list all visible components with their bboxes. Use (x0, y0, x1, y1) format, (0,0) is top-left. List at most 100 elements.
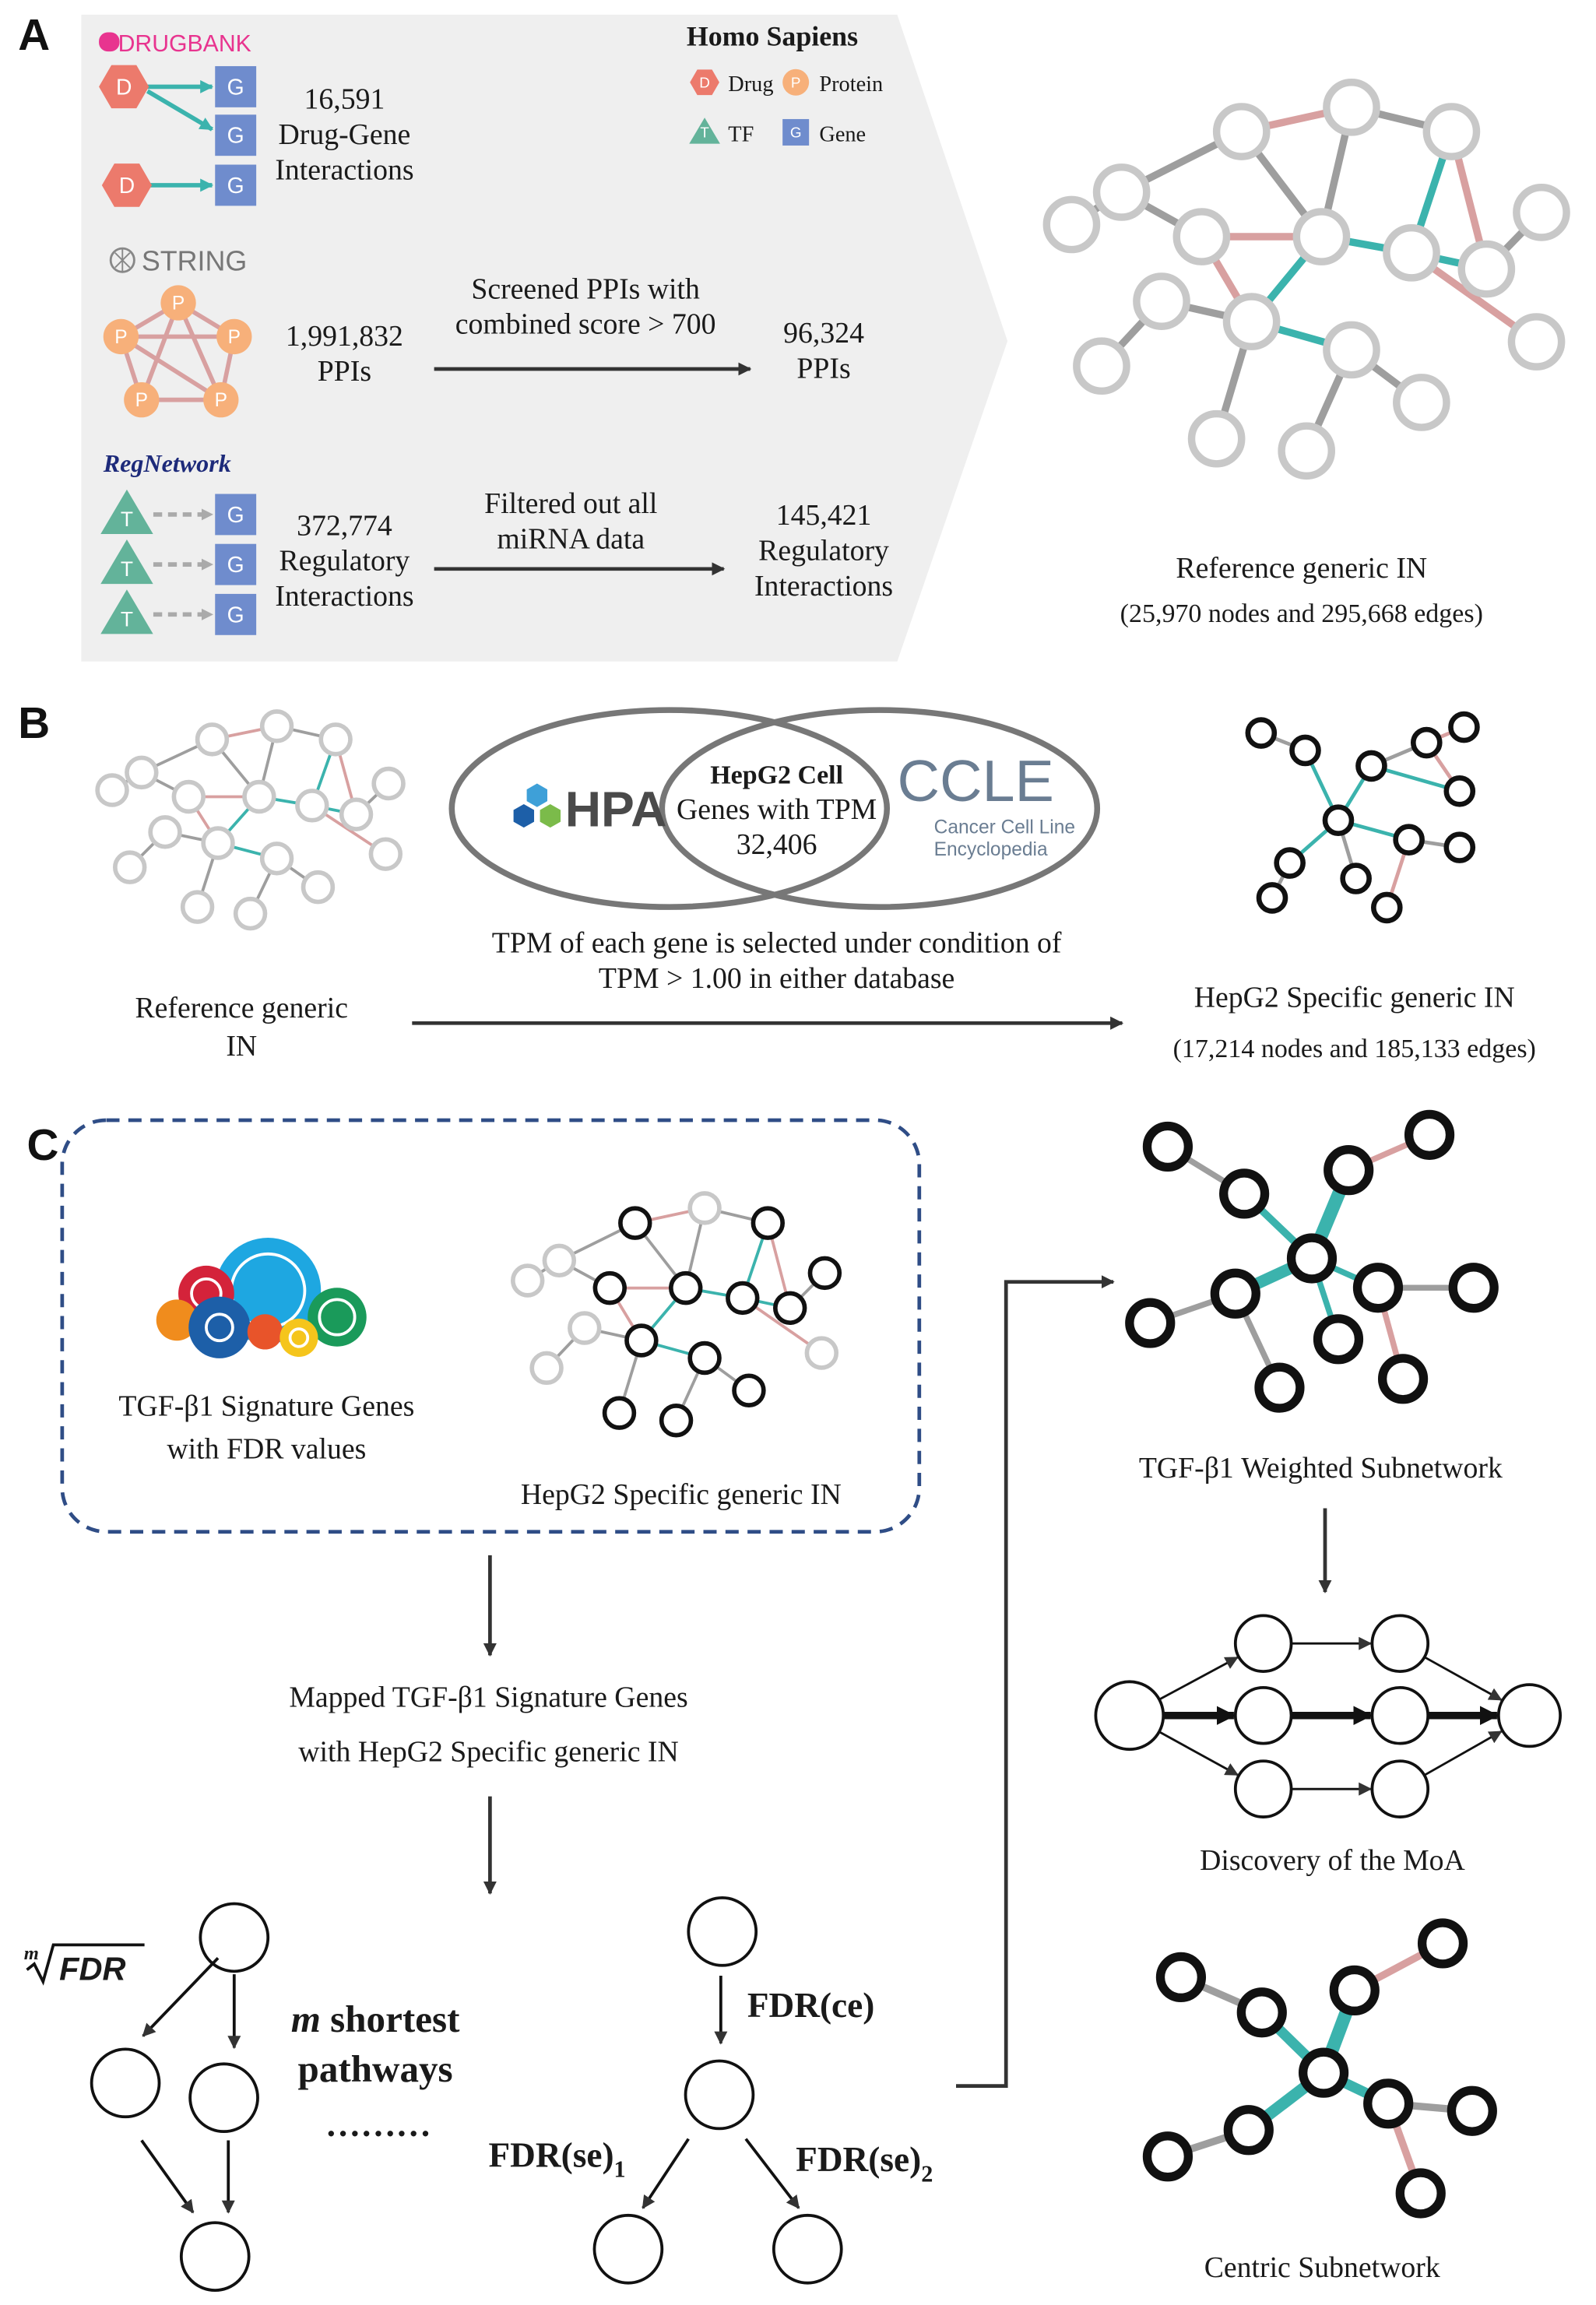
network-node (95, 773, 129, 807)
network-node (1507, 313, 1566, 371)
network-node (1329, 1965, 1380, 2015)
hepg2-network-mapped (511, 1191, 842, 1438)
fdr-se2-label: FDR(se)2 (796, 2140, 933, 2187)
drug-gene-label-2: Interactions (275, 153, 413, 186)
gene-node (215, 164, 257, 206)
protein-node (216, 318, 252, 355)
tree-left-edges (140, 1957, 241, 2214)
moa-edge (1158, 1656, 1239, 1701)
tree-node (90, 2047, 161, 2119)
network-node (602, 1396, 637, 1430)
legend-tf-icon (689, 118, 720, 144)
root-index: m (24, 1943, 39, 1964)
network-node (1417, 1918, 1468, 1969)
signature-genes-bubbles (156, 1238, 367, 1358)
m-paths-line-2: pathways (298, 2047, 453, 2090)
gene-node (215, 494, 257, 536)
network-node (542, 1243, 577, 1278)
moa-graph (1094, 1614, 1563, 1818)
network-node (259, 709, 294, 743)
moa-edge (1423, 1731, 1503, 1776)
reg-label-1: Regulatory (279, 545, 410, 578)
tf-node-glyph: T (121, 557, 133, 581)
protein-node (160, 285, 196, 321)
centric-label: Centric Subnetwork (1204, 2251, 1440, 2284)
network-node (751, 1206, 786, 1240)
moa-node (1094, 1680, 1165, 1752)
panel-letter-b: B (18, 699, 50, 748)
legend-gene-icon (782, 118, 810, 146)
network-node (804, 1336, 839, 1370)
network-node (195, 722, 230, 757)
sig-genes-label-2: with FDR values (167, 1432, 366, 1465)
network-node (1245, 717, 1278, 749)
network-node (1073, 337, 1130, 395)
reg-result-2: Interactions (754, 570, 893, 603)
tf-node (100, 539, 153, 585)
network-node (1286, 1233, 1338, 1284)
legend-label: Protein (819, 72, 883, 97)
fdr-se1-label: FDR(se)1 (488, 2135, 625, 2182)
tree-node (684, 2059, 755, 2131)
gene-node (215, 593, 257, 635)
centric-subnetwork (1142, 1918, 1497, 2219)
mapped-label-1: Mapped TGF-β1 Signature Genes (289, 1681, 687, 1713)
fdr-tree (592, 1896, 843, 2285)
moa-node (1233, 1759, 1293, 1818)
network-node (301, 870, 336, 905)
network-node (1323, 321, 1380, 379)
ellipsis: ……… (325, 2105, 431, 2144)
network-node (1352, 1263, 1404, 1313)
gene-node-glyph: G (227, 75, 244, 100)
reg-result-count: 145,421 (776, 499, 872, 532)
drug-gene-label-1: Drug-Gene (279, 118, 411, 151)
drugbank-logo: DRUGBANK (99, 31, 251, 57)
network-node (180, 890, 215, 924)
network-node (1447, 2085, 1497, 2136)
network-node (1236, 1987, 1287, 2038)
fdr-se1-text: FDR(se) (488, 2135, 613, 2174)
network-node (1256, 882, 1288, 914)
network-node (1187, 409, 1246, 468)
root-fdr-label: FDR (59, 1951, 125, 1987)
sig-genes-label-1: TGF-β1 Signature Genes (118, 1390, 414, 1423)
venn-overlap-count: 32,406 (736, 828, 817, 861)
drug-node (101, 163, 153, 207)
network-node (1274, 847, 1306, 879)
moa-node (1233, 1685, 1293, 1745)
moa-edge (1158, 1731, 1239, 1776)
network-node (242, 779, 276, 814)
legend-protein-icon (782, 69, 810, 96)
venn-ccle-ellipse (659, 707, 1101, 910)
protein-node-glyph: P (228, 327, 241, 348)
drug-gene-diagram (146, 79, 214, 192)
mth-root-fdr: m FDR (24, 1943, 145, 1987)
reference-network-stats: (25,970 nodes and 295,668 edges) (1120, 599, 1483, 628)
fdr-se1-sub: 1 (614, 2156, 626, 2183)
network-node (1172, 208, 1231, 265)
network-node (726, 1281, 760, 1316)
network-node (1092, 163, 1151, 221)
protein-node (203, 381, 239, 418)
ccle-sub-1: Cancer Cell Line (934, 817, 1075, 838)
network-node (1155, 1952, 1207, 2002)
network-node (1142, 2131, 1193, 2182)
network-node (669, 1270, 703, 1305)
b-right-title: HepG2 Specific generic IN (1194, 982, 1515, 1014)
tree-right-edges (642, 1976, 800, 2209)
network-node (687, 1191, 722, 1225)
string-logo: STRING (109, 245, 247, 276)
drug-node-glyph: D (116, 75, 132, 100)
network-node (1042, 195, 1101, 254)
network-node (371, 766, 406, 801)
network-node (1219, 1168, 1270, 1219)
reference-network-large (1042, 79, 1570, 480)
ppi-step-2: combined score > 700 (455, 308, 716, 341)
network-node (659, 1404, 694, 1438)
tree-node (199, 1902, 270, 1973)
network-node (1223, 2105, 1274, 2156)
b-left-title-2: IN (226, 1030, 257, 1063)
network-node (1393, 824, 1425, 856)
m-paths-m: m (291, 1998, 321, 2040)
